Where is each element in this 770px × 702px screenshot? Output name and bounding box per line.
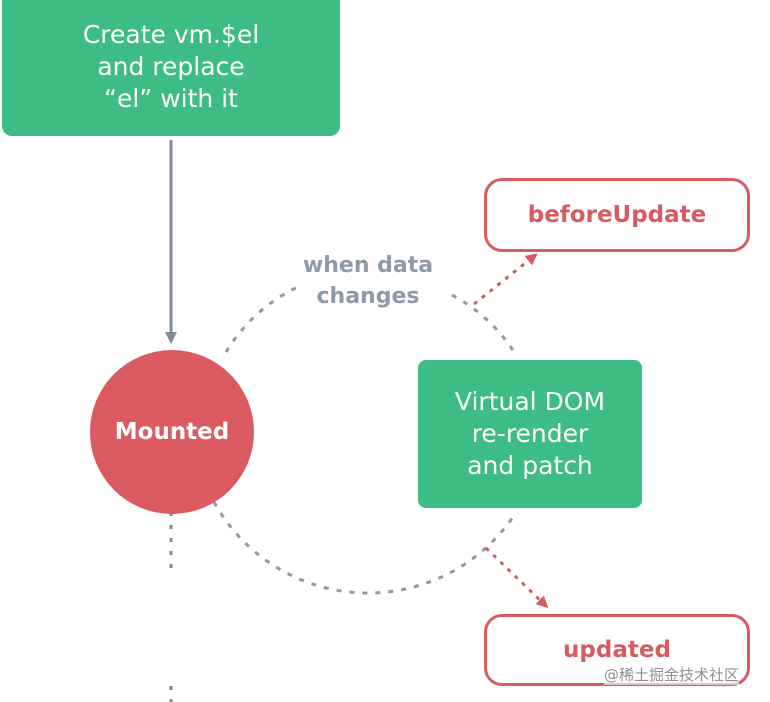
virtual-dom-box: Virtual DOM re-render and patch [418, 360, 642, 508]
updated-label: updated [563, 637, 671, 663]
vdom-line-2: re-render [471, 419, 589, 448]
when-data-line-1: when data [302, 253, 434, 278]
vdom-line-1: Virtual DOM [454, 387, 606, 416]
to-beforeupdate-arrow [473, 253, 538, 306]
create-vm-el-box: Create vm.$el and replace “el” with it [2, 0, 340, 136]
before-update-hook-box: beforeUpdate [484, 178, 750, 252]
update-cycle-dashed-circle-right [451, 293, 518, 356]
before-update-label: beforeUpdate [527, 202, 707, 228]
mounted-node: Mounted [90, 350, 254, 514]
vdom-line-3: and patch [467, 451, 593, 480]
create-box-line-1: Create vm.$el [82, 20, 260, 49]
to-updated-arrow [484, 546, 549, 609]
create-box-line-3: “el” with it [104, 84, 238, 113]
when-data-changes-label: when data changes [268, 250, 468, 312]
mounted-label: Mounted [114, 419, 230, 445]
create-box-line-2: and replace [97, 52, 245, 81]
watermark-text: @稀土掘金技术社区 [604, 664, 740, 685]
update-cycle-dashed-circle-bottom [212, 501, 517, 595]
when-data-line-2: changes [316, 284, 420, 309]
